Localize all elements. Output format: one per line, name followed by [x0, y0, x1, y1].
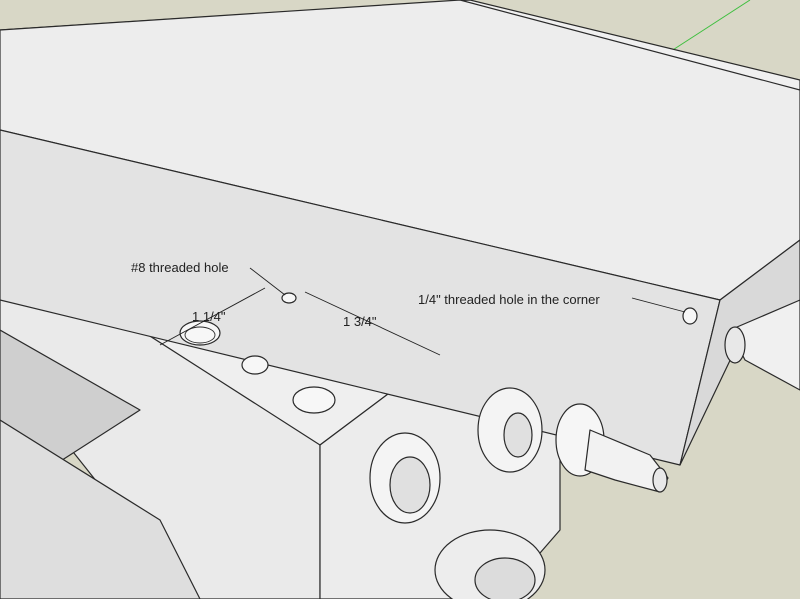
hole-medium [241, 355, 269, 375]
beam-top-face [0, 0, 800, 301]
label-dimension-right: 1 3/4" [343, 314, 377, 329]
lower-plate-face [0, 419, 201, 599]
green-axis-line [664, 0, 751, 56]
hole-large-1 [179, 320, 221, 346]
cylinder-right-end [724, 326, 746, 364]
label-threaded-hole: #8 threaded hole [131, 260, 229, 275]
washer-1-hole [389, 456, 431, 514]
label-dimension-left: 1 1/4" [192, 309, 226, 324]
bottom-knob-inner [474, 557, 536, 599]
hole-threaded-8 [281, 292, 297, 304]
label-corner-hole: 1/4" threaded hole in the corner [418, 292, 600, 307]
knob-tip-end [652, 467, 668, 493]
hole-large-1-depth [184, 326, 216, 344]
hole-large-2 [292, 386, 336, 414]
dim-left-line [159, 287, 266, 346]
leader-threaded [249, 267, 286, 296]
washer-2-hole [503, 412, 533, 458]
hole-corner [682, 307, 698, 325]
dim-right-line [304, 291, 441, 356]
leader-corner [631, 297, 686, 313]
